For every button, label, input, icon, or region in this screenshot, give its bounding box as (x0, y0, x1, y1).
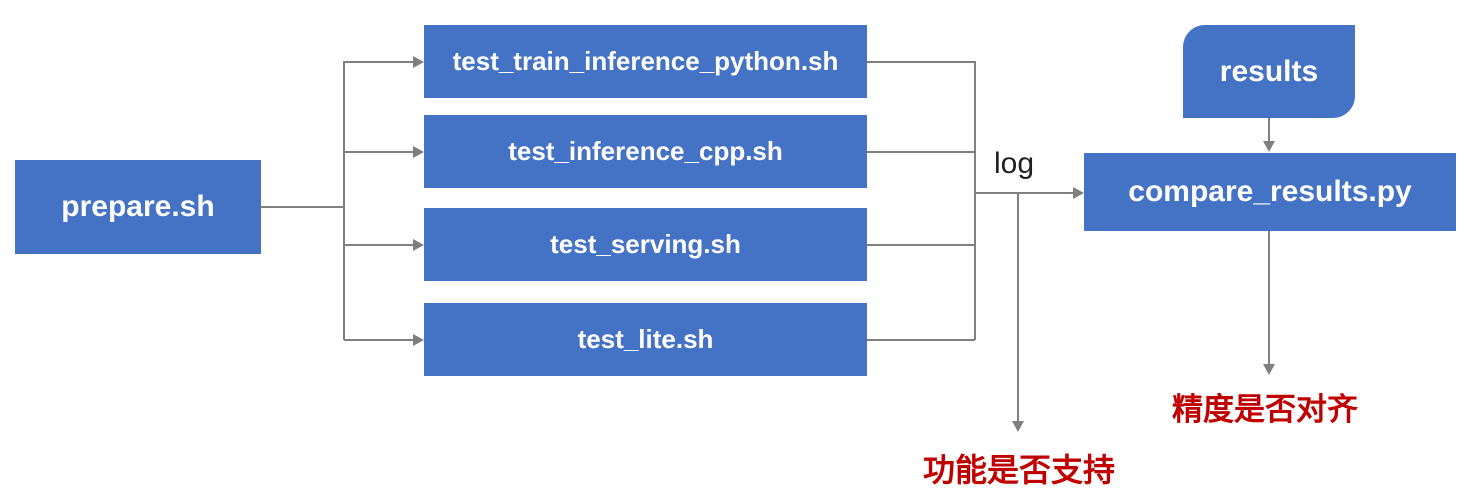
connector-branch-1 (344, 61, 413, 63)
connector-log-drop-vertical (1017, 193, 1019, 422)
connector-test-4-out (867, 339, 975, 341)
connector-results-to-compare (1268, 118, 1270, 142)
connector-log-to-compare (975, 192, 1073, 194)
compare-results-node: compare_results.py (1084, 153, 1456, 231)
arrowhead-into-test-3 (413, 239, 424, 251)
connector-test-1-out (867, 61, 975, 63)
test-node-inference-cpp: test_inference_cpp.sh (424, 115, 867, 188)
connector-compare-down (1268, 231, 1270, 365)
log-edge-label: log (993, 147, 1035, 180)
prepare-node: prepare.sh (15, 160, 261, 254)
outcome-precision-label: 精度是否对齐 (1172, 392, 1358, 427)
test-node-train-inference-python: test_train_inference_python.sh (424, 25, 867, 98)
connector-right-collector-vertical (974, 61, 976, 340)
connector-prepare-out (261, 206, 344, 208)
connector-test-3-out (867, 244, 975, 246)
connector-branch-4 (344, 339, 413, 341)
arrowhead-into-compare-top (1263, 141, 1275, 152)
connector-left-split-vertical (343, 61, 345, 340)
arrowhead-into-test-4 (413, 334, 424, 346)
connector-test-2-out (867, 151, 975, 153)
arrowhead-into-function-outcome (1012, 421, 1024, 432)
connector-branch-3 (344, 244, 413, 246)
arrowhead-into-test-2 (413, 146, 424, 158)
connector-branch-2 (344, 151, 413, 153)
results-node: results (1183, 25, 1355, 118)
test-node-serving: test_serving.sh (424, 208, 867, 281)
arrowhead-into-precision-outcome (1263, 364, 1275, 375)
arrowhead-into-test-1 (413, 56, 424, 68)
outcome-function-label: 功能是否支持 (922, 452, 1115, 488)
test-node-lite: test_lite.sh (424, 303, 867, 376)
arrowhead-into-compare (1073, 187, 1084, 199)
